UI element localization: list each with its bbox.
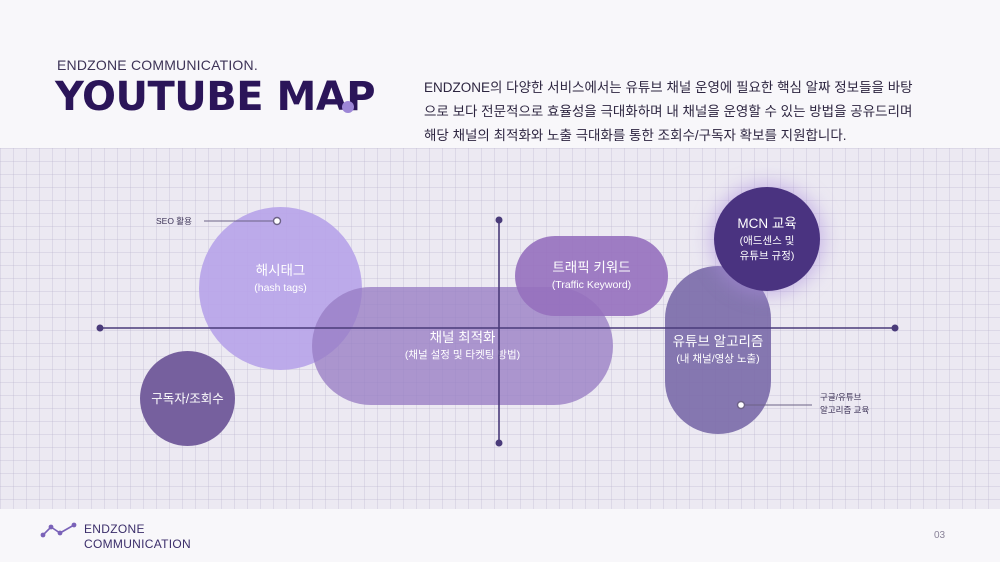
description-line-2: 으로 보다 전문적으로 효율성을 극대화하며 내 채널을 운영할 수 있는 방법… (424, 104, 913, 119)
footer-brand-line-1: ENDZONE (84, 522, 145, 536)
footer-brand: ENDZONE COMMUNICATION (84, 522, 191, 552)
page-title: YOUTUBE MAP (55, 74, 376, 120)
callout-google-line-2: 알고리즘 교육 (820, 405, 870, 415)
footer (0, 509, 1000, 562)
axis-end-bottom (495, 439, 503, 447)
node-hashtag-label: 해시태그 (hash tags) (199, 262, 362, 296)
node-algorithm-subtitle: (내 채널/영상 노출) (676, 353, 760, 365)
node-traffic-title: 트래픽 키워드 (552, 260, 631, 275)
axis-end-top (495, 216, 503, 224)
description-line-1: ENDZONE의 다양한 서비스에서는 유튜브 채널 운영에 필요한 핵심 알짜… (424, 80, 913, 95)
node-hashtag-subtitle: (hash tags) (254, 282, 307, 294)
footer-brand-line-2: COMMUNICATION (84, 537, 192, 551)
node-traffic-subtitle: (Traffic Keyword) (551, 279, 632, 291)
node-traffic-keyword: 트래픽 키워드 (Traffic Keyword) (515, 236, 668, 316)
node-channel-title: 채널 최적화 (429, 330, 496, 345)
seo-callout-marker (272, 216, 282, 226)
brand-subtitle: ENDZONE COMMUNICATION. (57, 57, 258, 73)
header (0, 0, 1000, 148)
node-mcn-subtitle-1: (애드센스 및 (739, 234, 795, 247)
axis-end-left (96, 324, 104, 332)
callout-google-algorithm: 구글/유튜브 알고리즘 교육 (820, 391, 869, 417)
callout-seo: SEO 활용 (156, 216, 192, 226)
description-text: ENDZONE의 다양한 서비스에서는 유튜브 채널 운영에 필요한 핵심 알짜… (424, 76, 964, 148)
node-channel-subtitle: (채널 설정 및 타켓팅 방법) (404, 349, 521, 361)
callout-google-line-1: 구글/유튜브 (820, 392, 862, 402)
node-subscriber-title: 구독자/조회수 (151, 391, 224, 406)
node-mcn-subtitle-2: 유튜브 규정) (739, 249, 795, 262)
title-accent-dot (342, 101, 354, 113)
endzone-logo-icon (40, 522, 77, 538)
node-mcn-education: MCN 교육 (애드센스 및 유튜브 규정) (714, 187, 820, 291)
node-algorithm-title: 유튜브 알고리즘 (672, 334, 764, 349)
node-youtube-algorithm: 유튜브 알고리즘 (내 채널/영상 노출) (665, 266, 771, 434)
node-subscriber-views: 구독자/조회수 (140, 351, 235, 446)
node-hashtag-title: 해시태그 (255, 263, 306, 278)
description-line-3: 해당 채널의 최적화와 노출 극대화를 통한 조회수/구독자 확보를 지원합니다… (424, 128, 847, 143)
node-mcn-title: MCN 교육 (737, 215, 797, 231)
axis-end-right (891, 324, 899, 332)
google-callout-marker (736, 400, 746, 410)
page-number: 03 (934, 530, 946, 541)
